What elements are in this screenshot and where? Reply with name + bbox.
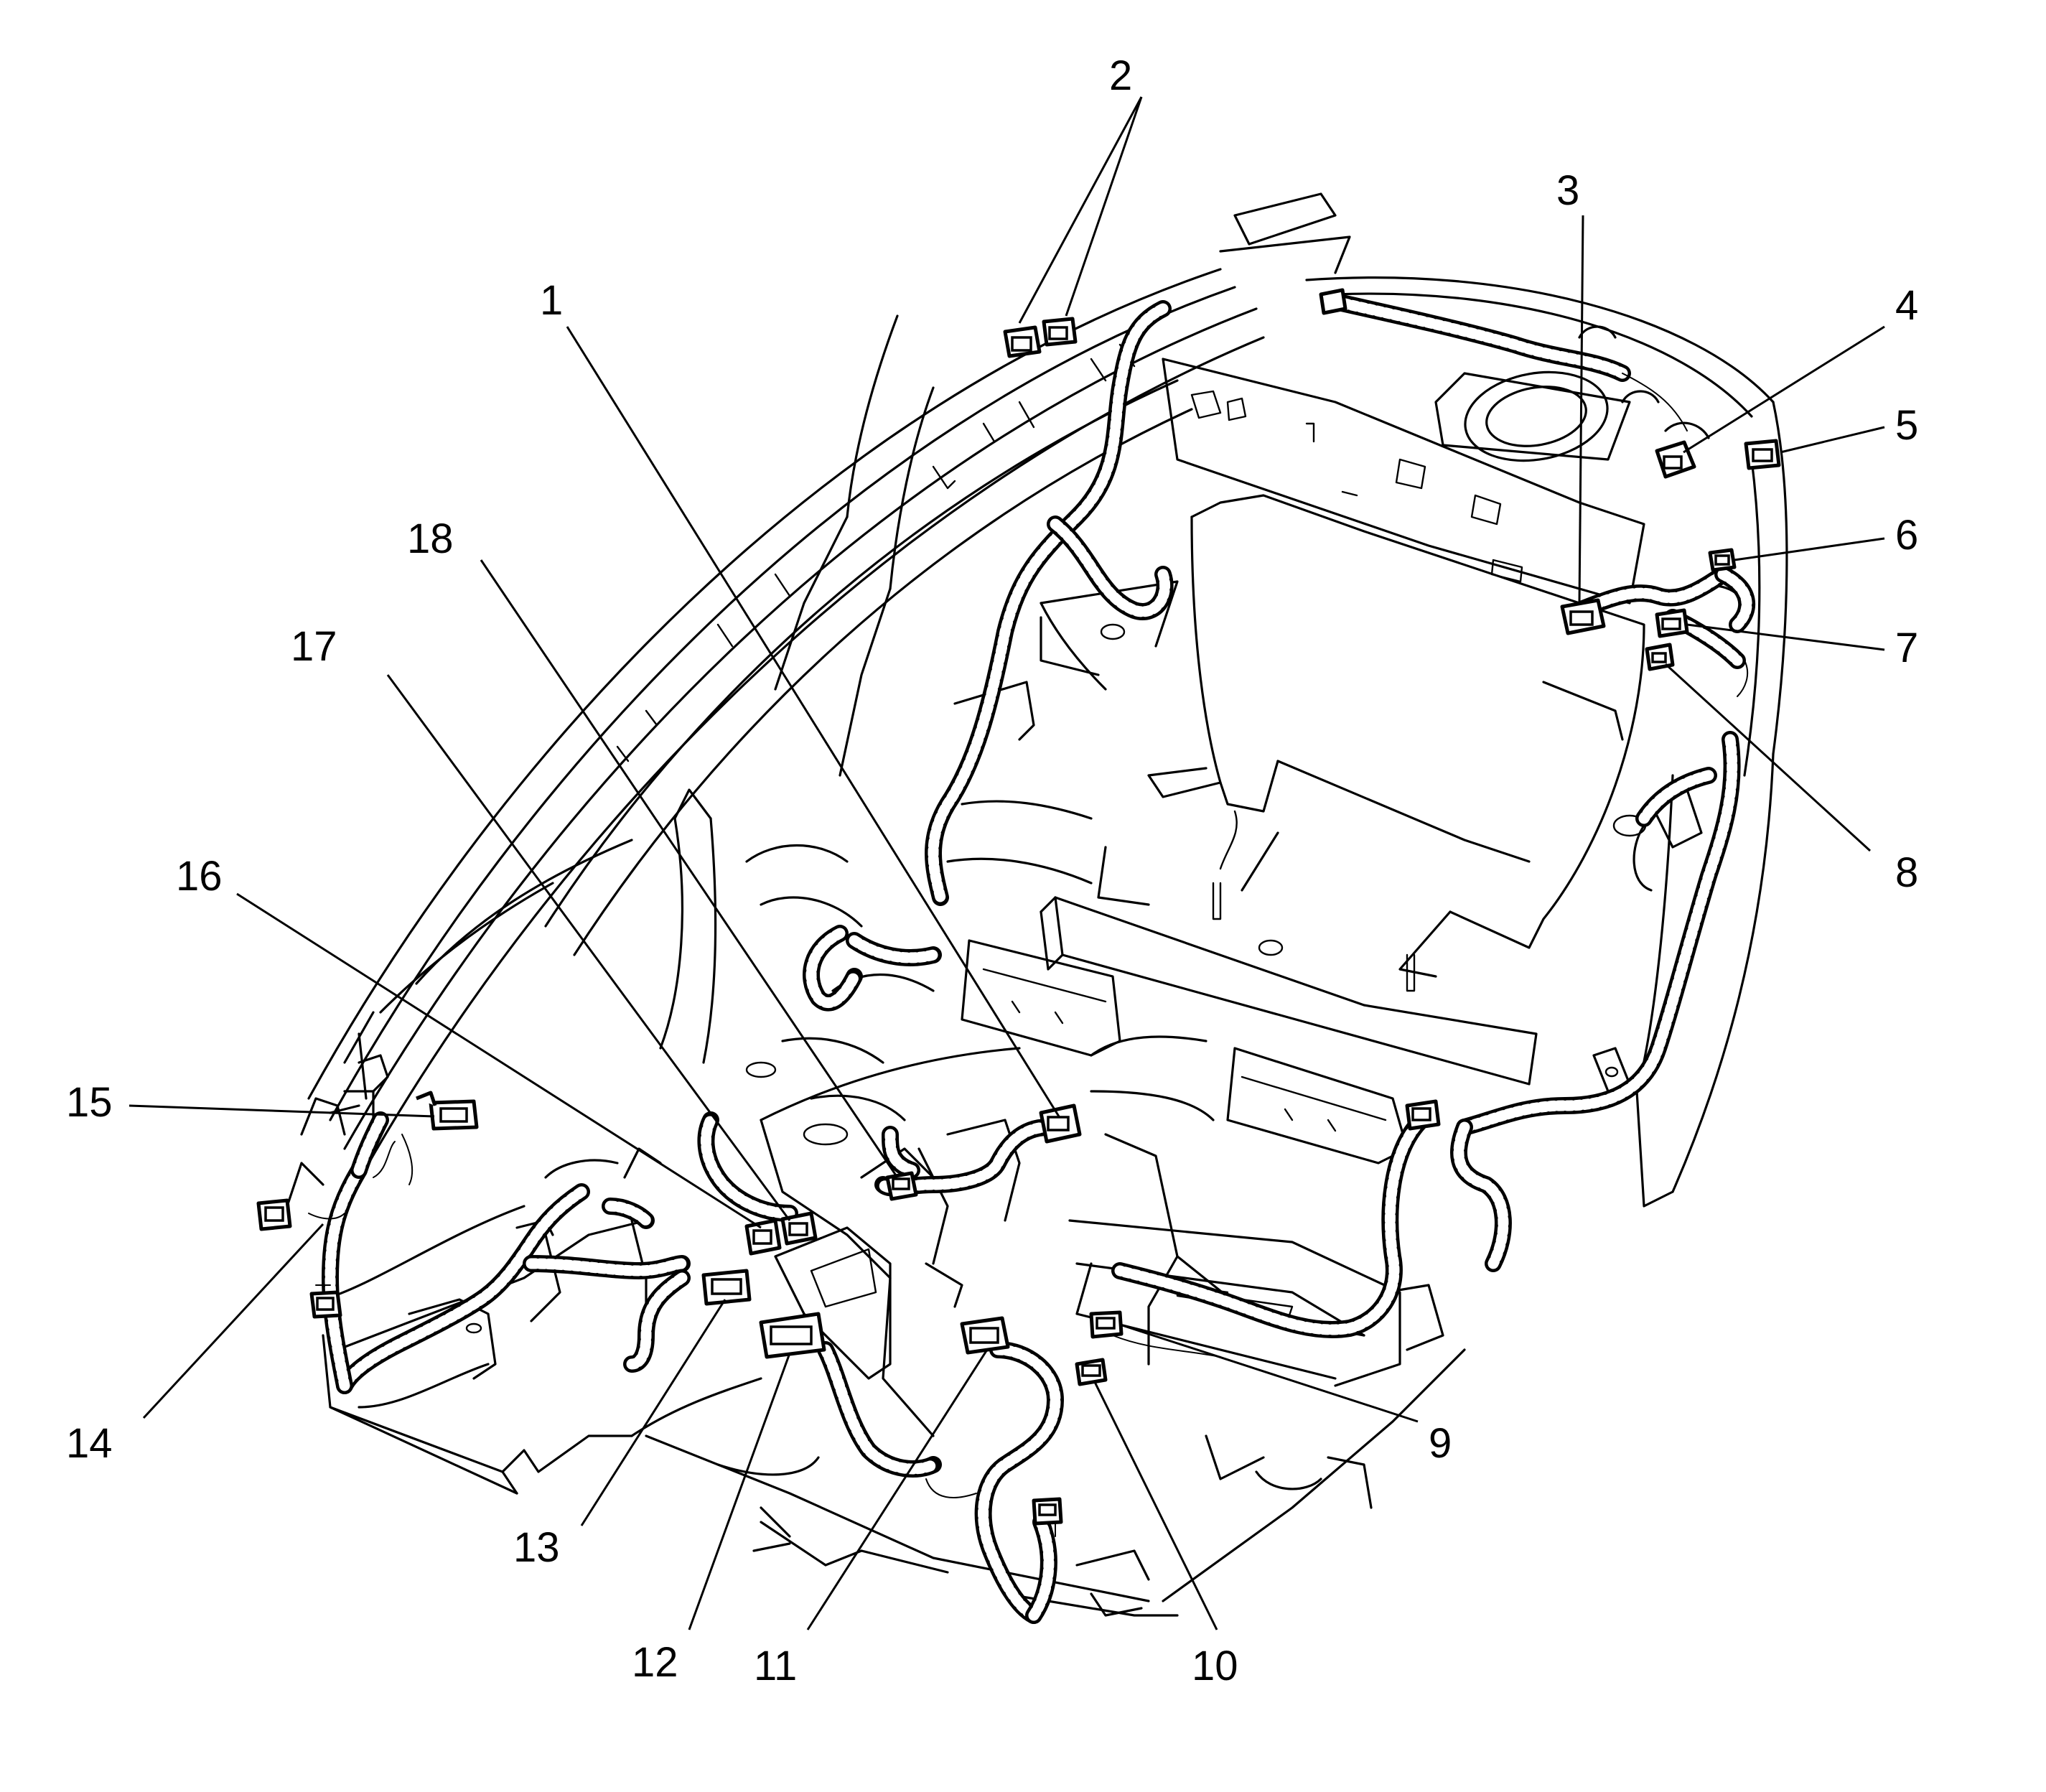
callout-18: 18	[407, 515, 454, 562]
connector-rear-seat	[1405, 1099, 1441, 1131]
callout-3: 3	[1556, 167, 1579, 214]
callout-14: 14	[66, 1420, 113, 1467]
connector-8	[1645, 643, 1675, 671]
callout-8: 8	[1895, 849, 1918, 896]
callout-9: 9	[1429, 1420, 1452, 1467]
connector-7	[1655, 608, 1689, 638]
callout-7: 7	[1895, 625, 1918, 671]
connector-11	[960, 1316, 1010, 1355]
connector-2a	[1003, 325, 1042, 358]
connector-18	[885, 1171, 918, 1201]
connector-16	[744, 1218, 782, 1256]
callout-6: 6	[1895, 512, 1918, 559]
callout-10: 10	[1192, 1643, 1238, 1689]
connector-14b	[309, 1290, 342, 1319]
connector-4	[1655, 440, 1696, 479]
callout-5: 5	[1895, 402, 1918, 449]
callout-15: 15	[66, 1079, 113, 1126]
vehicle-body-structure	[286, 192, 1788, 1617]
callout-17: 17	[291, 623, 337, 670]
connector-17	[780, 1211, 818, 1246]
callout-4: 4	[1895, 282, 1918, 329]
callout-1: 1	[540, 277, 563, 324]
callout-12: 12	[632, 1639, 678, 1686]
connector-1	[1039, 1103, 1082, 1144]
callout-16: 16	[176, 853, 223, 900]
connectors	[256, 288, 1781, 1526]
connector-roof-rail	[1319, 288, 1347, 315]
connector-3	[1560, 598, 1606, 635]
callout-2: 2	[1109, 52, 1132, 99]
leader-lines	[129, 96, 1885, 1630]
callout-labels: 1 2 3 4 5 6 7 8 9 10 11 12 13 14 15 16 1…	[66, 52, 1918, 1689]
callout-13: 13	[513, 1524, 560, 1571]
connector-6	[1708, 548, 1737, 572]
connector-2b	[1042, 317, 1078, 347]
connector-12	[759, 1312, 826, 1359]
connector-15	[416, 1091, 479, 1131]
connector-13	[701, 1269, 752, 1306]
connector-5	[1744, 439, 1781, 470]
connector-10	[1075, 1358, 1108, 1386]
connector-9	[1089, 1310, 1124, 1339]
connector-floor-center	[1032, 1497, 1063, 1526]
connector-14	[256, 1198, 292, 1231]
callout-11: 11	[754, 1643, 797, 1689]
